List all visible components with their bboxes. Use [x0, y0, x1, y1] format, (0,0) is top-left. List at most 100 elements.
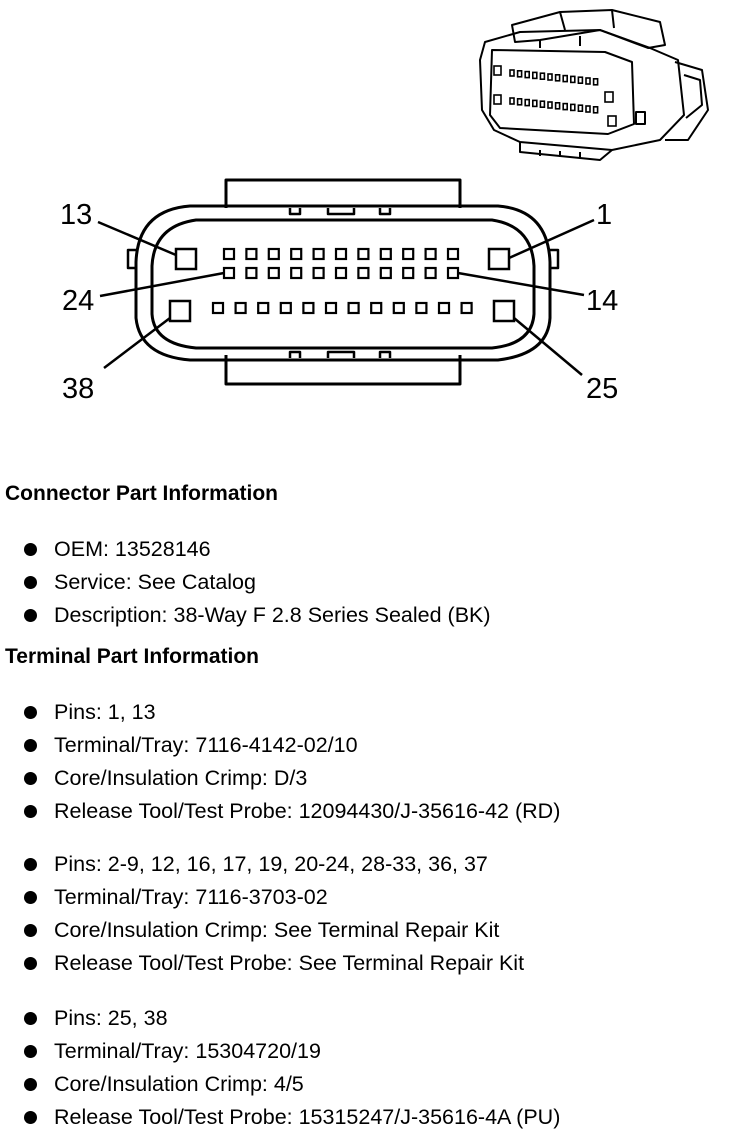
list-item: Release Tool/Test Probe: See Terminal Re… — [0, 947, 524, 980]
cavity-small — [245, 266, 258, 280]
bullet-icon — [24, 576, 37, 589]
bullet-icon — [24, 957, 37, 970]
bullet-icon — [24, 1012, 37, 1025]
list-item-text: Core/Insulation Crimp: D/3 — [54, 766, 308, 790]
bullet-icon — [24, 543, 37, 556]
pin-label-13: 13 — [60, 199, 92, 231]
pin-label-24: 24 — [62, 285, 94, 317]
terminal-info-title: Terminal Part Information — [5, 645, 259, 668]
icon-cavity — [516, 70, 523, 78]
cavity-small — [437, 301, 451, 315]
connector-38-way-icon — [479, 9, 709, 161]
connector-diagram: 13 1 24 14 38 25 — [60, 9, 709, 405]
icon-cavity — [569, 75, 576, 84]
bullet-icon — [24, 1078, 37, 1091]
list-item: Terminal/Tray: 7116-4142-02/10 — [0, 729, 560, 762]
pin-label-38: 38 — [62, 373, 94, 405]
cavity-small — [379, 247, 392, 261]
list-item: Release Tool/Test Probe: 15315247/J-3561… — [0, 1101, 560, 1134]
cavity-25 — [492, 299, 516, 323]
bullet-icon — [24, 706, 37, 719]
icon-cavity — [547, 101, 553, 109]
cavity-small — [402, 247, 415, 261]
list-item-text: Terminal/Tray: 7116-3703-02 — [54, 885, 328, 909]
connector-icon-cavities — [493, 65, 617, 127]
terminal-group-3: Pins: 25, 38 Terminal/Tray: 15304720/19 … — [0, 1002, 560, 1134]
cavity-small — [257, 301, 270, 315]
list-item: Pins: 25, 38 — [0, 1002, 560, 1035]
icon-cavity — [509, 97, 515, 105]
cavity-row-26-37 — [211, 301, 473, 315]
list-item: Core/Insulation Crimp: 4/5 — [0, 1068, 560, 1101]
list-item: Description: 38-Way F 2.8 Series Sealed … — [0, 599, 491, 632]
cavity-small — [324, 301, 338, 315]
cavity-small — [302, 301, 315, 315]
bullet-icon — [24, 858, 37, 871]
cavity-small — [347, 301, 360, 315]
list-item-text: Core/Insulation Crimp: 4/5 — [54, 1072, 304, 1096]
icon-cavity — [516, 98, 523, 106]
list-item: Terminal/Tray: 7116-3703-02 — [0, 881, 524, 914]
pin-label-14: 14 — [586, 285, 618, 317]
cavity-small — [334, 247, 348, 261]
cavity-38 — [168, 299, 192, 323]
list-item: Core/Insulation Crimp: See Terminal Repa… — [0, 914, 524, 947]
cavity-small — [267, 266, 280, 280]
cavity-small — [245, 247, 258, 261]
bullet-icon — [24, 891, 37, 904]
icon-cavity — [569, 103, 576, 112]
icon-cavity — [531, 71, 538, 80]
cavity-small — [334, 266, 348, 280]
list-item: Pins: 2-9, 12, 16, 17, 19, 20-24, 28-33,… — [0, 848, 524, 881]
list-item-text: Pins: 2-9, 12, 16, 17, 19, 20-24, 28-33,… — [54, 852, 488, 876]
icon-cavity — [547, 73, 553, 81]
bullet-icon — [24, 739, 37, 752]
cavity-small — [234, 301, 247, 315]
bullet-icon — [24, 1111, 37, 1124]
pin-label-1: 1 — [596, 199, 612, 231]
list-item-text: Terminal/Tray: 7116-4142-02/10 — [54, 733, 358, 757]
bullet-icon — [24, 1045, 37, 1058]
cavity-small — [290, 247, 303, 261]
small-cavities — [211, 247, 473, 315]
cavity-1 — [487, 247, 511, 271]
icon-cavity — [531, 99, 538, 108]
icon-cavity — [509, 69, 515, 77]
cavity-small — [211, 301, 225, 315]
bullet-icon — [24, 772, 37, 785]
list-item-text: Core/Insulation Crimp: See Terminal Repa… — [54, 918, 500, 942]
icon-cavity — [592, 78, 599, 86]
cavity-small — [290, 266, 303, 280]
connector-info-title: Connector Part Information — [5, 482, 279, 505]
list-item-text: Service: See Catalog — [54, 570, 256, 594]
cavity-small — [267, 247, 280, 261]
list-item: Core/Insulation Crimp: D/3 — [0, 762, 560, 795]
cavity-row-14-24 — [222, 266, 460, 280]
cavity-small — [370, 301, 383, 315]
cavity-small — [415, 301, 428, 315]
icon-cavity — [524, 70, 531, 79]
connector-info-list: OEM: 13528146 Service: See Catalog Descr… — [0, 533, 491, 632]
list-item-text: OEM: 13528146 — [54, 537, 211, 561]
list-item: Pins: 1, 13 — [0, 696, 560, 729]
cavity-13 — [174, 247, 198, 271]
list-item-text: Terminal/Tray: 15304720/19 — [54, 1039, 321, 1063]
cavity-small — [312, 247, 325, 261]
cavity-row-2-12 — [222, 247, 460, 261]
list-item: Release Tool/Test Probe: 12094430/J-3561… — [0, 795, 560, 828]
cavity-small — [379, 266, 392, 280]
cavity-small — [357, 266, 370, 280]
cavity-small — [424, 266, 437, 280]
list-item: Service: See Catalog — [0, 566, 491, 599]
icon-cavity — [577, 76, 584, 84]
cavity-small — [424, 247, 437, 261]
list-item: OEM: 13528146 — [0, 533, 491, 566]
cavity-small — [392, 301, 405, 315]
connector-face — [126, 178, 560, 386]
cavity-small — [357, 247, 370, 261]
leader-lines — [97, 218, 595, 376]
list-item-text: Release Tool/Test Probe: 15315247/J-3561… — [54, 1105, 561, 1129]
icon-cavity — [524, 98, 531, 107]
terminal-group-1: Pins: 1, 13 Terminal/Tray: 7116-4142-02/… — [0, 696, 560, 828]
cavity-small — [402, 266, 415, 280]
